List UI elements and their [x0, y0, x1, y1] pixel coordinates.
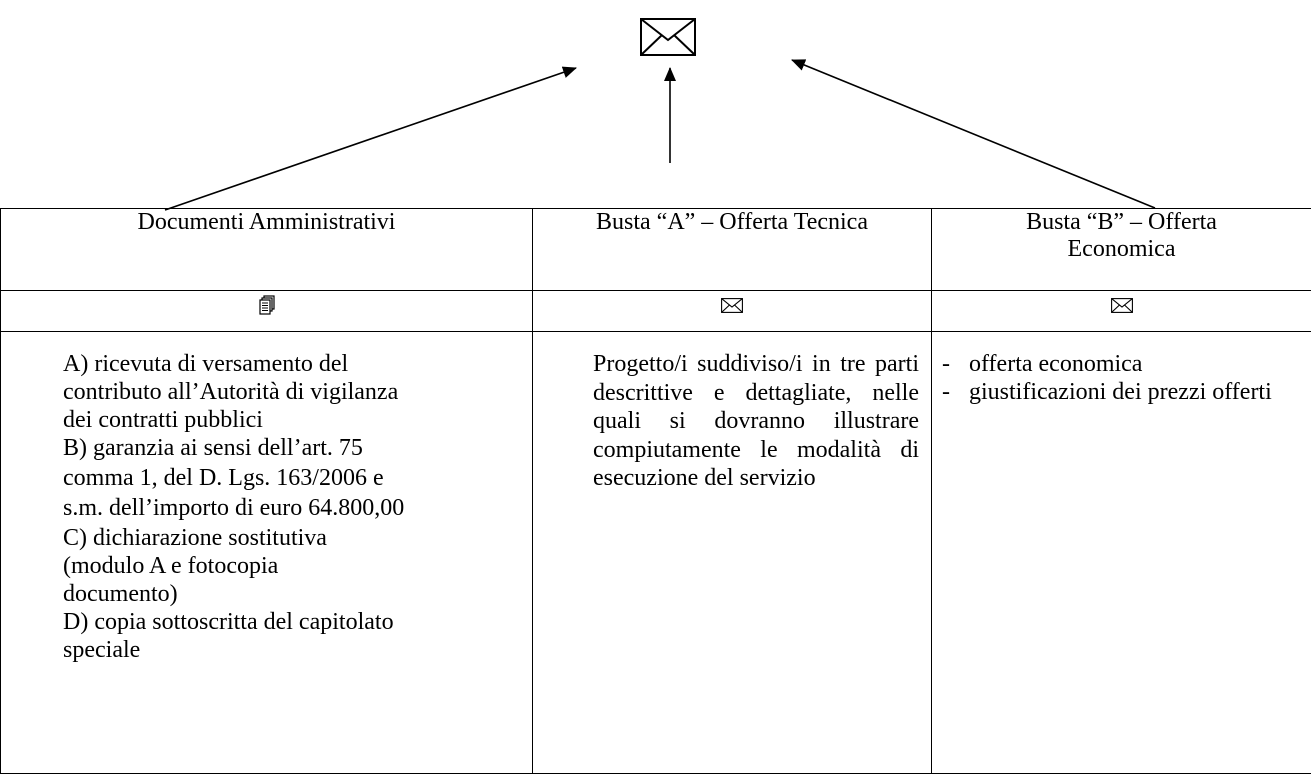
header-documenti: Documenti Amministrativi [0, 208, 533, 291]
documenti-item-c: C) dichiarazione sostitutiva (modulo A e… [63, 525, 327, 608]
arrow-right [791, 59, 1156, 209]
icon-row [0, 289, 1311, 333]
documenti-item-d: D) copia sottoscritta del capitolato spe… [63, 609, 394, 664]
documenti-list: A) ricevuta di versamento del contributo… [1, 332, 532, 664]
busta-a-description: Progetto/i suddiviso/i in tre parti desc… [593, 351, 919, 492]
documenti-item-b: B) garanzia ai sensi dell’art. 75 comma … [63, 434, 428, 524]
content-busta-b: offerta economica giustificazioni dei pr… [931, 331, 1311, 774]
icon-cell-busta-b [931, 289, 1311, 333]
arrow-left [164, 66, 577, 211]
envelope-icon [721, 297, 743, 313]
header-busta-a: Busta “A” – Offerta Tecnica [532, 208, 932, 291]
documenti-item-a: A) ricevuta di versamento del contributo… [63, 351, 399, 434]
header-documenti-text: Documenti Amministrativi [137, 209, 396, 235]
content-busta-a: Progetto/i suddiviso/i in tre parti desc… [532, 331, 932, 774]
documents-icon [258, 295, 275, 315]
content-row: A) ricevuta di versamento del contributo… [0, 331, 1311, 774]
icon-cell-busta-a [532, 289, 932, 333]
header-row: Documenti Amministrativi Busta “A” – Off… [0, 208, 1311, 291]
header-busta-b-text: Busta “B” – Offerta Economica [1026, 209, 1217, 262]
documenti-item-b-text: B) garanzia ai sensi dell’art. 75 comma … [63, 435, 405, 522]
header-busta-b: Busta “B” – Offerta Economica [931, 208, 1311, 291]
busta-b-item: offerta economica [942, 350, 1307, 378]
envelope-icon [1110, 297, 1133, 313]
envelope-icon [640, 18, 696, 56]
busta-b-item: giustificazioni dei prezzi offerti [942, 378, 1307, 406]
busta-b-list: offerta economica giustificazioni dei pr… [932, 332, 1311, 406]
icon-cell-documenti [0, 289, 533, 333]
header-busta-a-text: Busta “A” – Offerta Tecnica [596, 209, 868, 235]
content-documenti: A) ricevuta di versamento del contributo… [0, 331, 533, 774]
documents-table: Documenti Amministrativi Busta “A” – Off… [0, 208, 1311, 774]
